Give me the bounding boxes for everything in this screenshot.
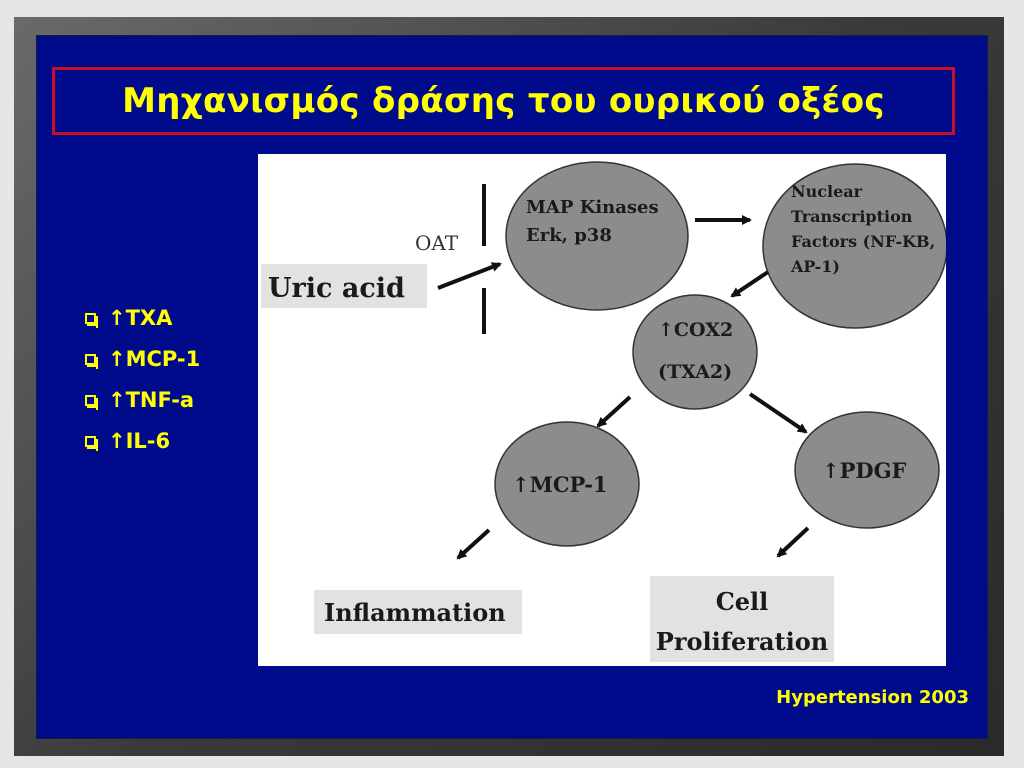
pdgf-node xyxy=(794,411,940,529)
map-kinases-node xyxy=(505,161,689,311)
arrow-cox2-to-mcp1 xyxy=(596,395,632,428)
arrow-pdgf-to-proliferation xyxy=(776,526,810,558)
bullet-list: ↑TXA ↑MCP-1 ↑TNF-a ↑IL-6 xyxy=(85,298,200,462)
bullet-text: ↑TXA xyxy=(108,306,173,330)
checkbox-bullet-icon xyxy=(85,354,98,369)
checkbox-bullet-icon xyxy=(85,395,98,410)
mechanism-diagram: Uric acid OAT MAP Kinases Erk, p38 Nucle… xyxy=(258,154,946,666)
citation-footer: Hypertension 2003 xyxy=(776,687,969,708)
cox2-line2: (TXA2) xyxy=(658,361,732,383)
nuclear-line3: Factors (NF-KB, xyxy=(791,232,935,251)
slide-title: Μηχανισμός δράσης του ουρικού οξέος xyxy=(122,81,885,121)
inflammation-label: Inflammation xyxy=(324,598,506,627)
cox2-node xyxy=(632,294,758,410)
pdgf-label: ↑PDGF xyxy=(822,458,907,483)
bullet-item: ↑TXA xyxy=(85,298,200,339)
inflammation-box xyxy=(314,590,522,634)
nuclear-line2: Transcription xyxy=(791,207,913,226)
bullet-item: ↑TNF-a xyxy=(85,380,200,421)
cell-prolif-line2: Proliferation xyxy=(656,627,828,656)
arrow-nuclear-to-cox2 xyxy=(730,270,770,298)
cell-proliferation-box xyxy=(650,576,834,662)
nuclear-line1: Nuclear xyxy=(791,182,863,201)
map-kinases-line2: Erk, p38 xyxy=(526,225,612,246)
title-box: Μηχανισμός δράσης του ουρικού οξέος xyxy=(52,67,955,135)
uric-acid-label: Uric acid xyxy=(268,273,405,304)
arrow-mcp1-to-inflammation xyxy=(456,528,491,560)
diagram-svg: Uric acid OAT MAP Kinases Erk, p38 Nucle… xyxy=(261,161,946,662)
slide-frame: Μηχανισμός δράσης του ουρικού οξέος ↑TXA… xyxy=(14,17,1004,756)
arrow-uric-to-map xyxy=(437,262,502,290)
bullet-text: ↑IL-6 xyxy=(108,429,171,453)
cell-prolif-line1: Cell xyxy=(716,587,769,616)
bullet-item: ↑IL-6 xyxy=(85,421,200,462)
mcp1-label: ↑MCP-1 xyxy=(512,472,608,497)
slide-content: Μηχανισμός δράσης του ουρικού οξέος ↑TXA… xyxy=(36,35,988,739)
arrow-cox2-to-pdgf xyxy=(748,392,808,434)
checkbox-bullet-icon xyxy=(85,436,98,451)
checkbox-bullet-icon xyxy=(85,313,98,328)
oat-label: OAT xyxy=(415,231,459,255)
mcp1-node xyxy=(494,421,640,547)
bullet-item: ↑MCP-1 xyxy=(85,339,200,380)
uric-acid-box xyxy=(261,264,427,308)
nuclear-line4: AP-1) xyxy=(790,257,840,276)
map-kinases-line1: MAP Kinases xyxy=(526,197,659,218)
nuclear-factors-node xyxy=(762,163,946,329)
bullet-text: ↑TNF-a xyxy=(108,388,195,412)
cox2-line1: ↑COX2 xyxy=(658,319,733,341)
bullet-text: ↑MCP-1 xyxy=(108,347,201,371)
